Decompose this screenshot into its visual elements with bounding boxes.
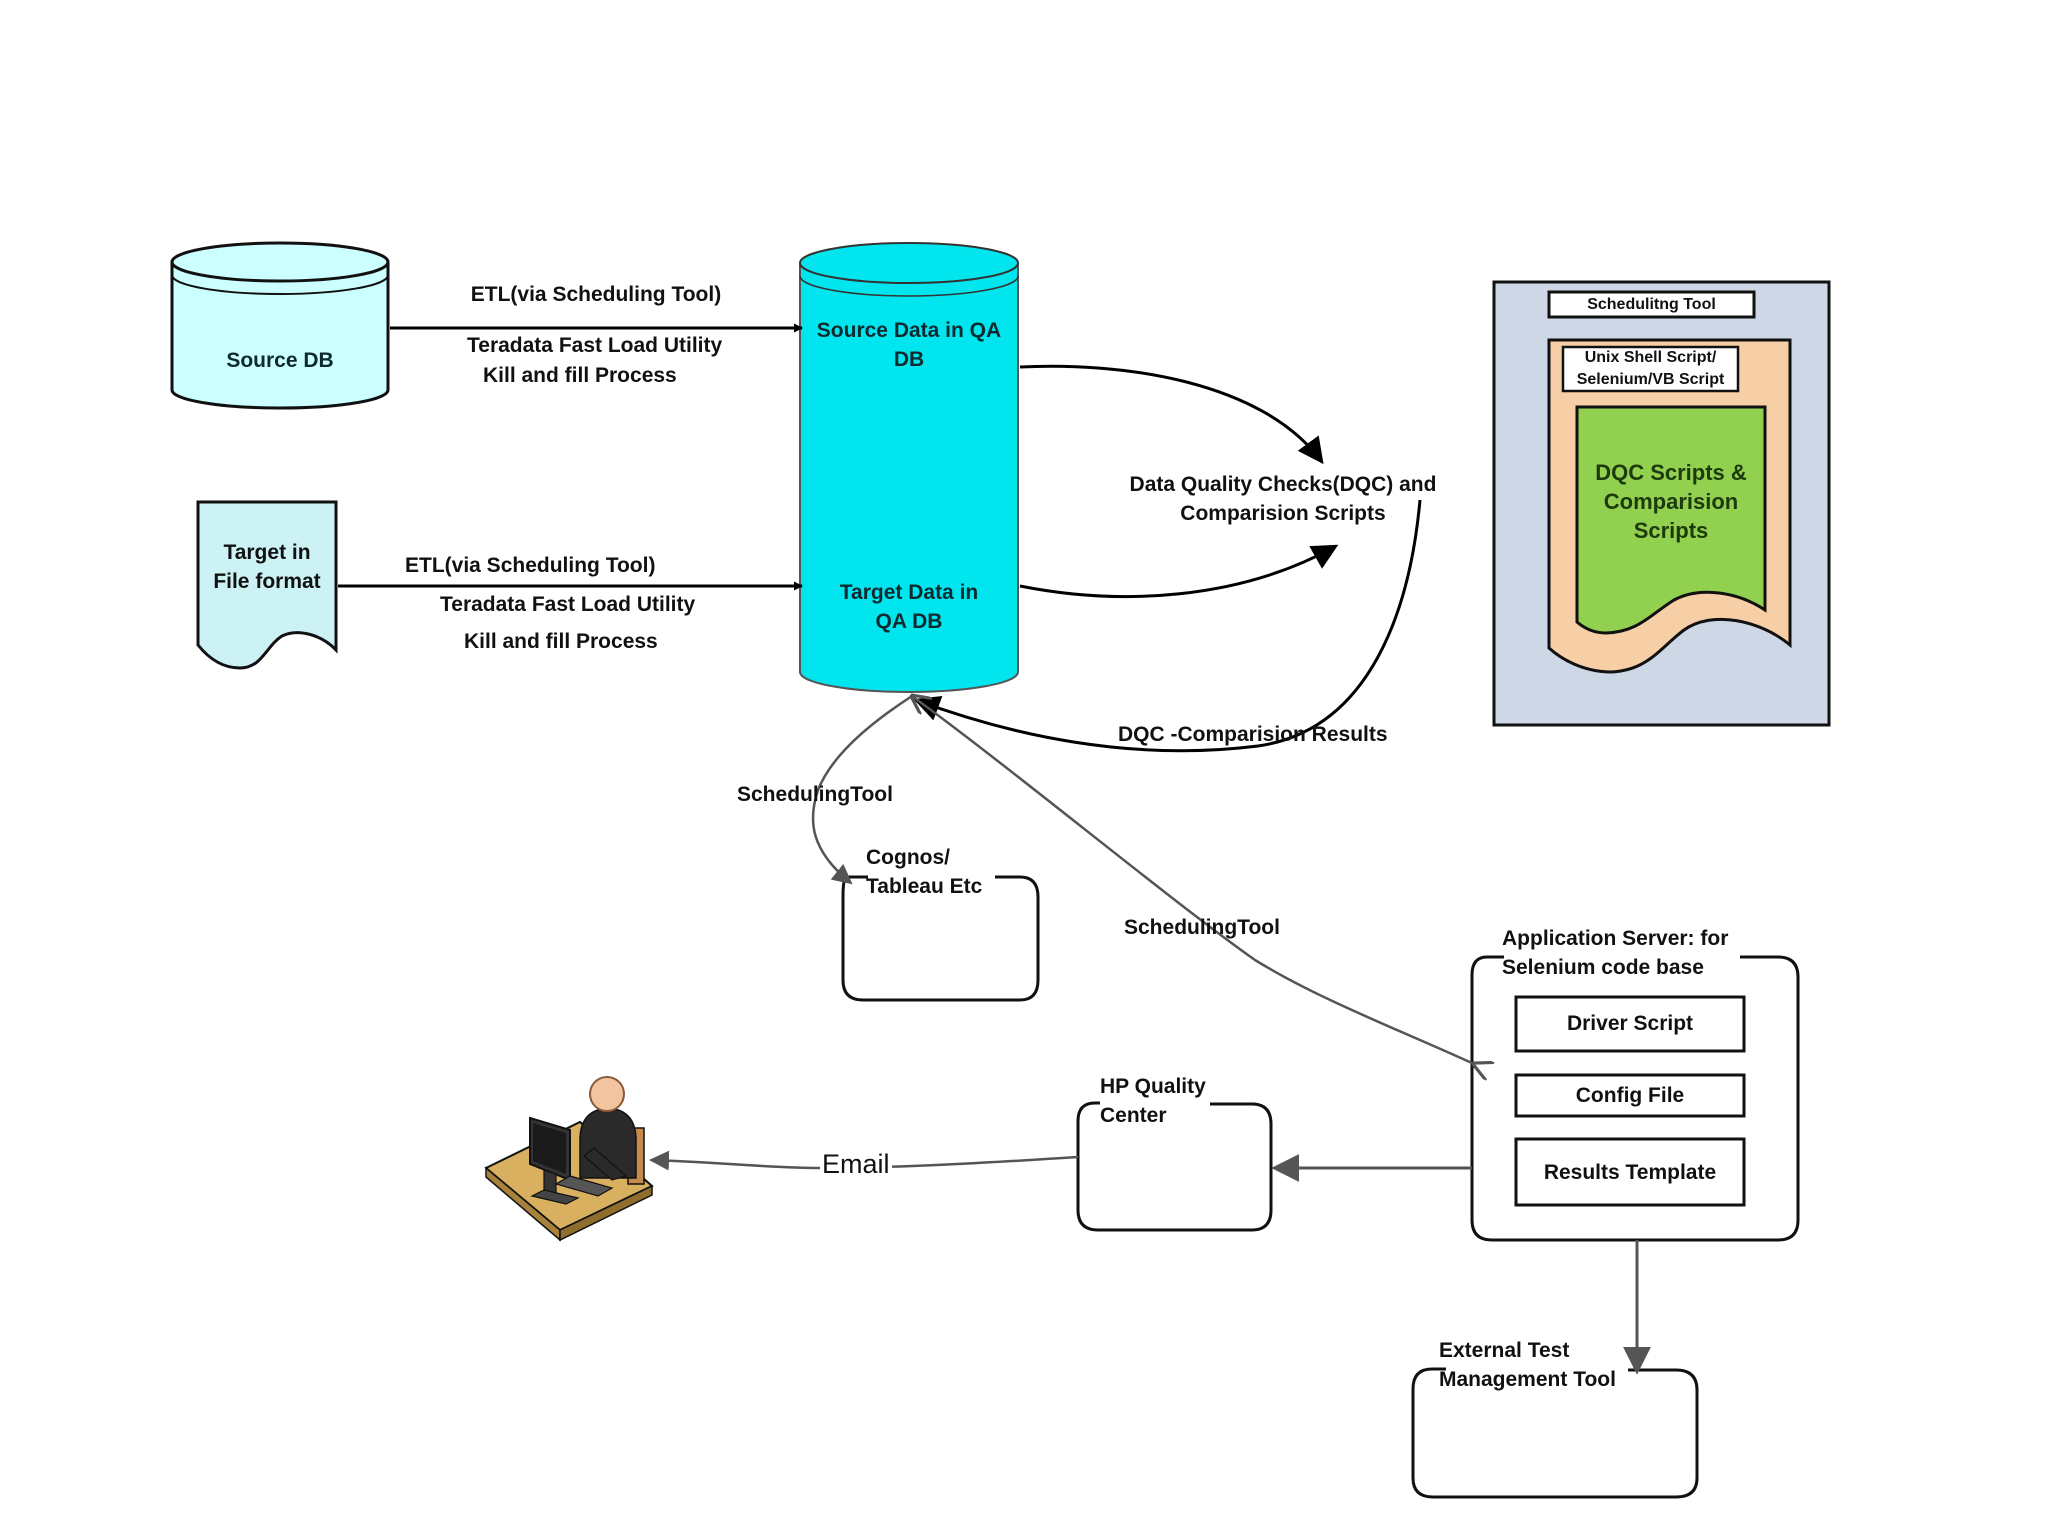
email-label: Email	[820, 1147, 892, 1181]
scheduling-to-cognos-arrow	[811, 694, 913, 885]
source-db-cylinder	[170, 241, 390, 410]
qa-target-label: Target Data in QA DB	[839, 581, 979, 633]
target-file-label: Target in File format	[213, 541, 321, 593]
target-file-document	[196, 500, 338, 670]
results-template-label: Results Template	[1543, 1161, 1717, 1184]
etl-bottom-label: ETL(via Scheduling Tool)	[405, 554, 656, 577]
dqc-results-label: DQC -Comparision Results	[1118, 723, 1388, 746]
hp-quality-center-box	[1076, 1101, 1273, 1232]
qa-source-label: Source Data in QA DB	[816, 319, 1002, 371]
dqc-scripts-label: DQC Scripts & Comparision Scripts	[1595, 460, 1747, 543]
scheduling-app-label: SchedulingTool	[1124, 916, 1280, 939]
scheduling-panel-title: Schedulitng Tool	[1587, 296, 1716, 313]
driver-script-label: Driver Script	[1566, 1012, 1694, 1035]
user-at-computer-icon	[484, 1076, 654, 1242]
config-file-label: Config File	[1575, 1084, 1685, 1107]
scheduling-app-server-arrow	[912, 696, 1474, 1064]
unix-script-label: Unix Shell Script/ Selenium/VB Script	[1576, 349, 1725, 388]
teradata-top-label: Teradata Fast Load Utility	[467, 334, 723, 357]
cognos-label: Cognos/ Tableau Etc	[866, 846, 983, 898]
source-db-label: Source DB	[226, 349, 334, 372]
scheduling-cognos-label: SchedulingTool	[737, 783, 893, 806]
app-server-title: Application Server: for Selenium code ba…	[1502, 927, 1729, 979]
results-template-box	[1514, 1137, 1746, 1207]
hp-quality-center-label: HP Quality Center	[1100, 1075, 1206, 1127]
config-file-box	[1514, 1073, 1746, 1118]
etl-top-label: ETL(via Scheduling Tool)	[470, 283, 722, 306]
driver-script-box	[1514, 995, 1746, 1053]
kill-top-label: Kill and fill Process	[483, 364, 677, 387]
kill-bottom-label: Kill and fill Process	[464, 630, 658, 653]
external-test-tool-box	[1411, 1367, 1699, 1499]
qa-target-to-dqc-arrow	[1019, 544, 1339, 598]
external-test-tool-label: External Test Management Tool	[1439, 1339, 1616, 1391]
qa-db-cylinder	[799, 242, 1019, 693]
scheduling-tool-panel	[1492, 280, 1831, 727]
qa-source-to-dqc-arrow	[1019, 364, 1324, 465]
teradata-bottom-label: Teradata Fast Load Utility	[440, 593, 696, 616]
dqc-label: Data Quality Checks(DQC) and Comparision…	[1129, 473, 1437, 525]
